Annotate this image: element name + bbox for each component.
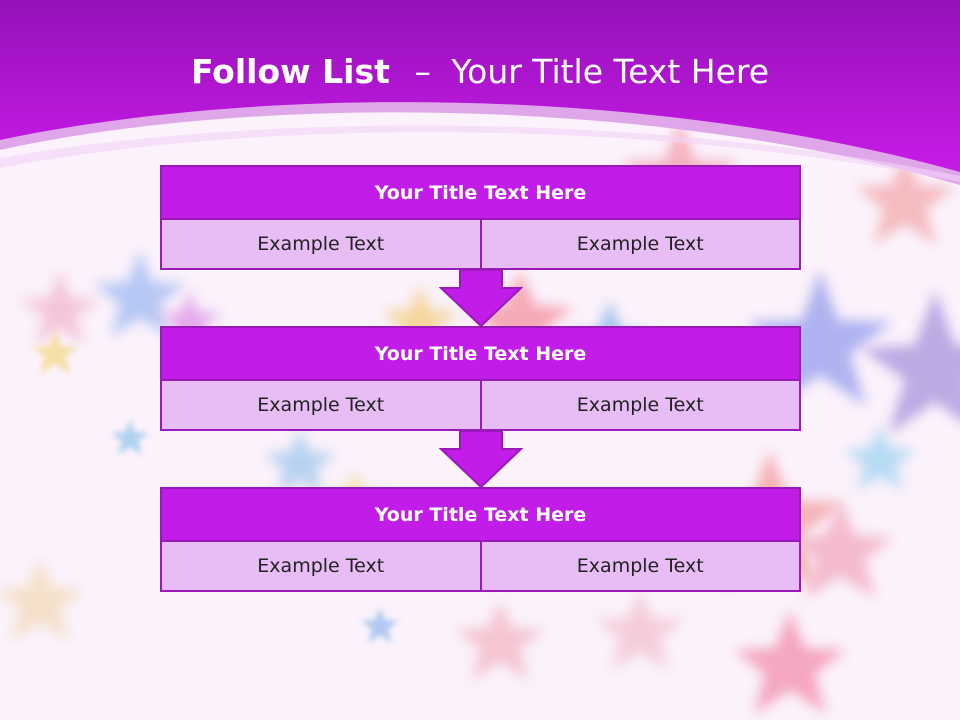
block-3-title: Your Title Text Here <box>160 487 801 542</box>
block-1-title: Your Title Text Here <box>160 165 801 220</box>
block-2-row: Example Text Example Text <box>160 381 801 431</box>
title-bold: Follow List <box>190 52 390 91</box>
block-1-right-cell: Example Text <box>479 220 799 268</box>
flow-block-2: Your Title Text Here Example Text Exampl… <box>160 326 801 431</box>
block-1-left-cell: Example Text <box>162 220 480 268</box>
block-3-row: Example Text Example Text <box>160 542 801 592</box>
block-2-right-cell: Example Text <box>479 381 799 429</box>
block-3-right-cell: Example Text <box>479 542 799 590</box>
slide-title: Follow List – Your Title Text Here <box>0 52 960 91</box>
title-rest: Your Title Text Here <box>451 52 770 91</box>
block-3-left-cell: Example Text <box>162 542 480 590</box>
down-arrow-2 <box>439 431 523 489</box>
block-2-title: Your Title Text Here <box>160 326 801 381</box>
down-arrow-1 <box>439 270 523 328</box>
flow-block-1: Your Title Text Here Example Text Exampl… <box>160 165 801 270</box>
title-dash: – <box>414 52 431 91</box>
block-2-left-cell: Example Text <box>162 381 480 429</box>
flow-block-3: Your Title Text Here Example Text Exampl… <box>160 487 801 592</box>
header-band <box>0 0 960 172</box>
block-1-row: Example Text Example Text <box>160 220 801 270</box>
